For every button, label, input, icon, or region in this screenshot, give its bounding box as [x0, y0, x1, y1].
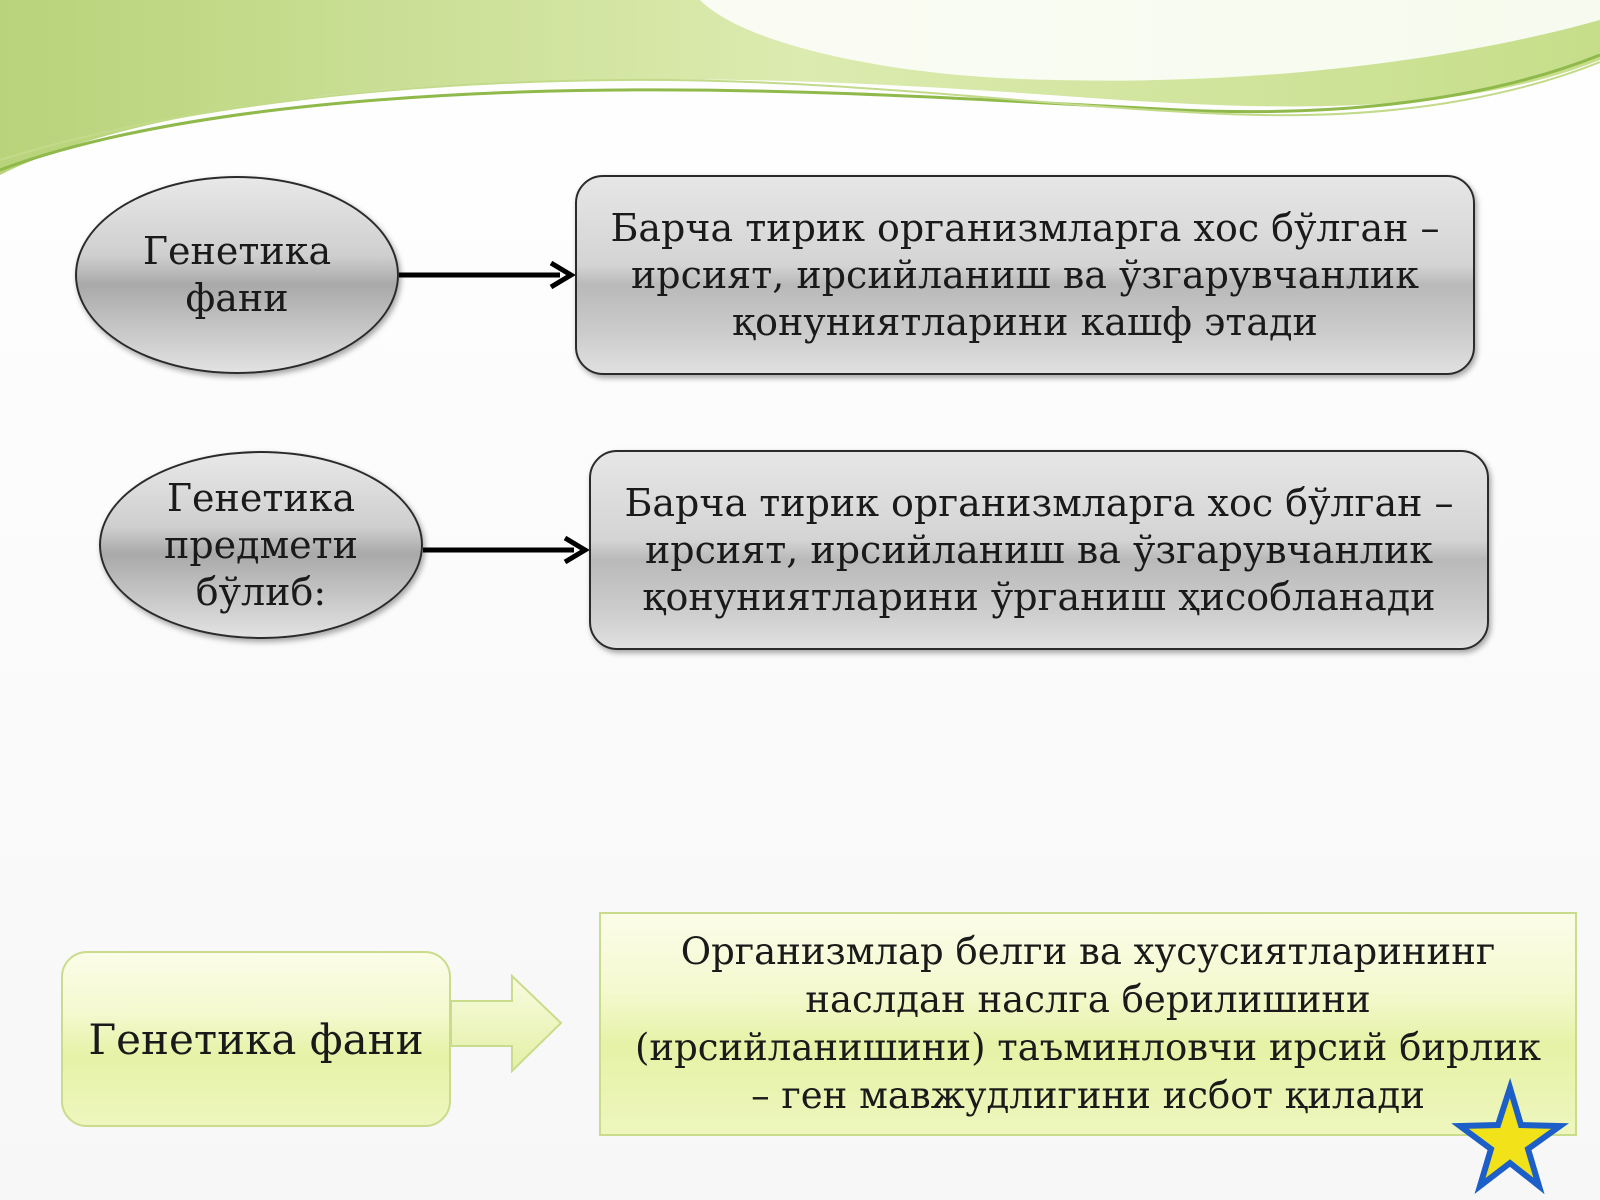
description-text-1: Барча тирик организмларга хос бўлган – и… — [610, 205, 1440, 344]
subject-label-1: Генетика фани — [142, 229, 332, 320]
bottom-subject-label: Генетика фани — [88, 1014, 424, 1064]
bottom-subject-box: Генетика фани — [61, 951, 451, 1127]
subject-ellipse-2: Генетика предмети бўлиб: — [99, 451, 423, 639]
bottom-description-text: Организмлар белги ва хусусиятларининг на… — [634, 930, 1541, 1117]
description-text-2: Барча тирик организмларга хос бўлган – и… — [624, 480, 1454, 619]
subject-label-2: Генетика предмети бўлиб: — [164, 475, 358, 614]
description-box-1: Барча тирик организмларга хос бўлган – и… — [575, 175, 1475, 375]
bottom-description-box: Организмлар белги ва хусусиятларининг на… — [599, 912, 1577, 1136]
description-box-2: Барча тирик организмларга хос бўлган – и… — [589, 450, 1489, 650]
subject-ellipse-1: Генетика фани — [75, 176, 399, 374]
